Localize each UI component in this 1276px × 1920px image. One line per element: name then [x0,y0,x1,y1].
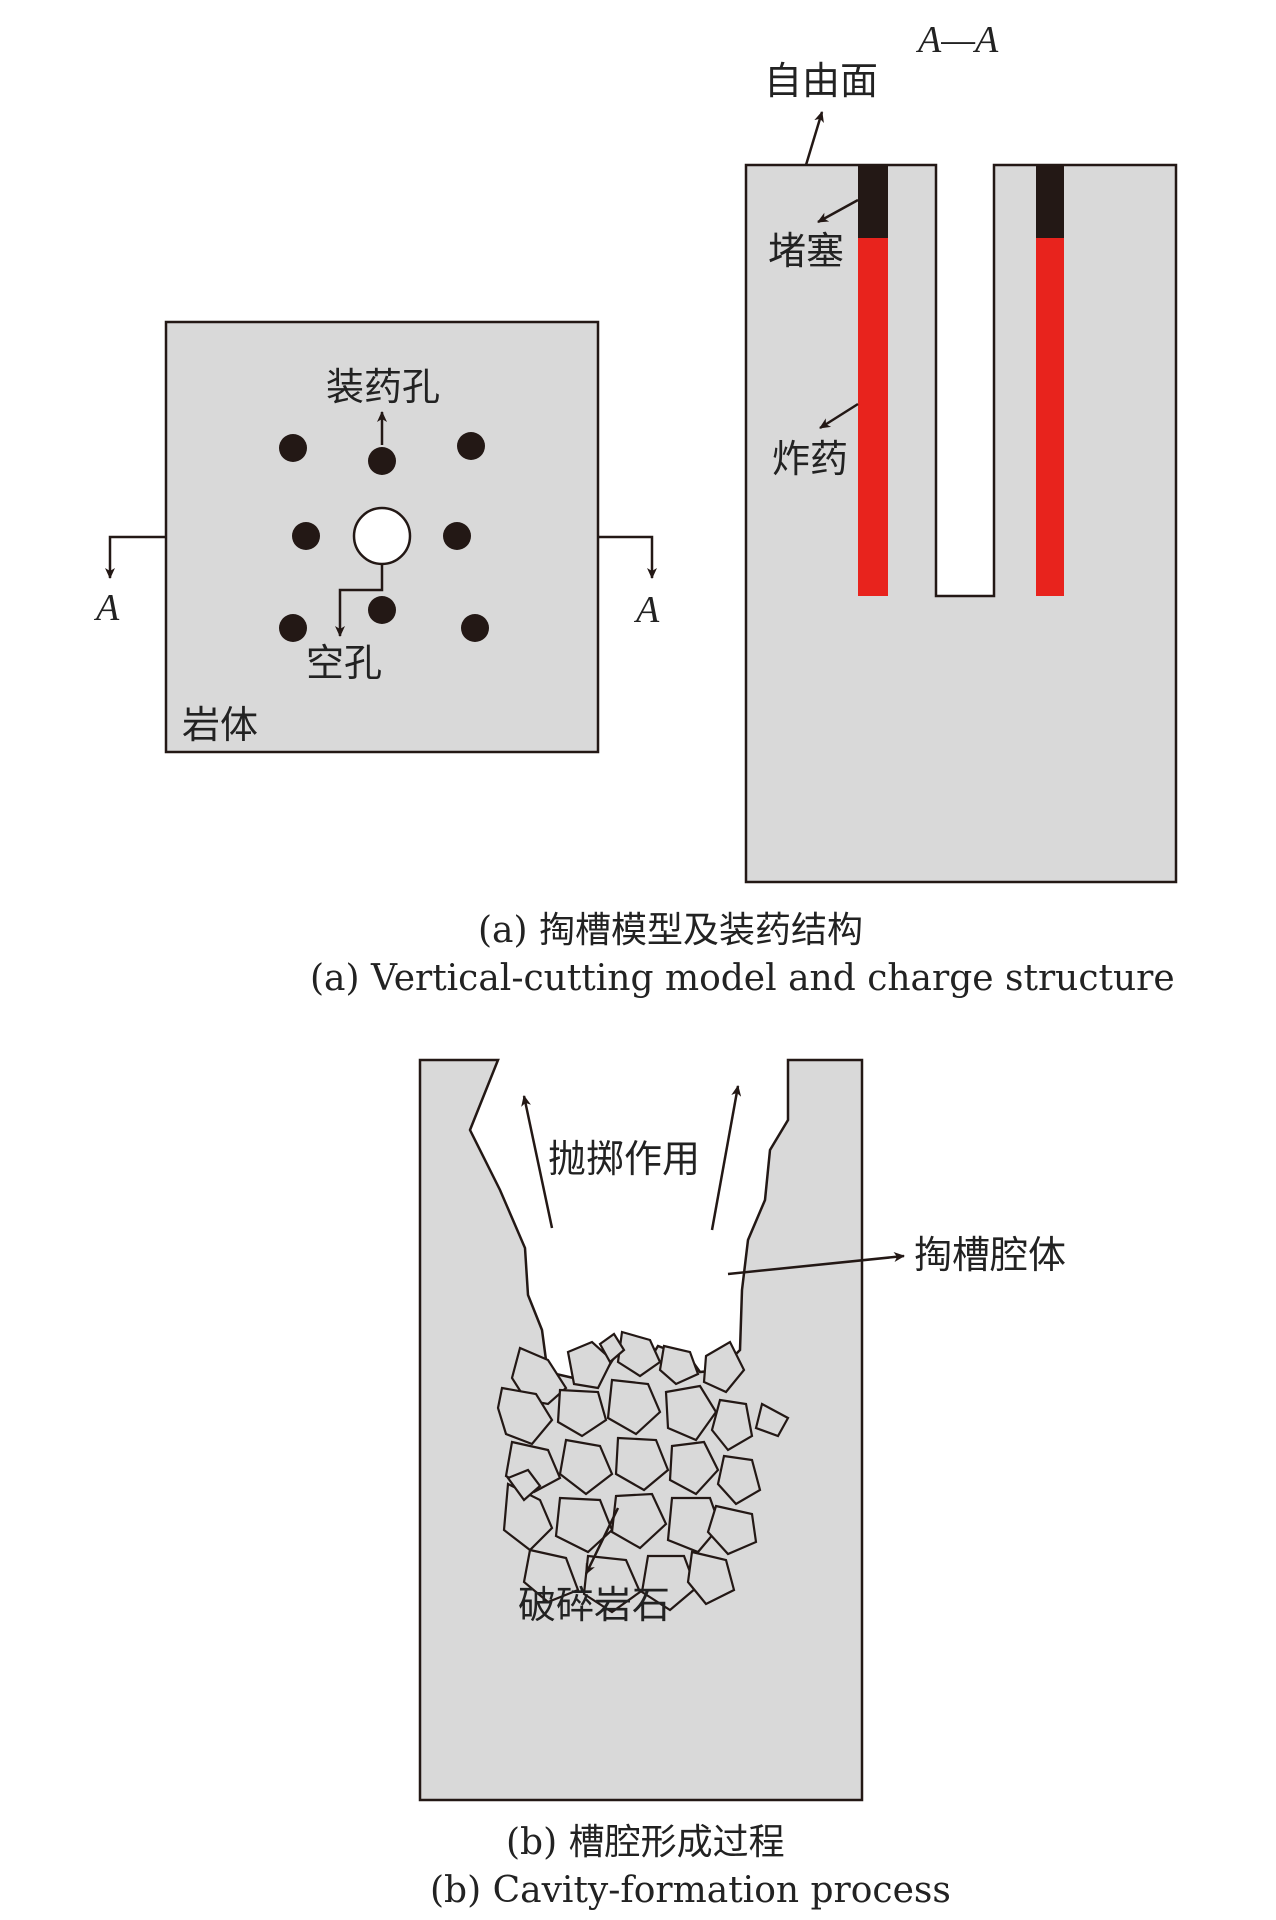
charge-hole [279,434,307,462]
charge-hole [457,432,485,460]
rock-block-section [744,163,1178,884]
section-title: A—A [915,19,999,61]
charge-hole [292,522,320,550]
section-mark-right: A [633,589,660,631]
plan-view: 装药孔 空孔 岩体 A A [93,320,660,754]
charge-hole [368,447,396,475]
empty-hole [352,506,412,566]
stemming-leader [817,198,859,224]
caption-b-en: (b) Cavity-formation process [430,1870,951,1911]
section-mark-left: A [93,587,120,629]
broken-rock-pile [496,1330,790,1614]
charge-hole [279,614,307,642]
throwing-label: 抛掷作用 [548,1137,700,1181]
cavity-leader [727,1252,905,1276]
charge-hole [368,596,396,624]
stemming-right [1036,165,1064,238]
explosive-leader [819,402,859,430]
caption-b-cn: (b) 槽腔形成过程 [506,1822,785,1863]
explosive-label: 炸药 [772,437,848,481]
caption-a-cn: (a) 掏槽模型及装药结构 [478,910,863,951]
throwing-arrow-right [710,1085,742,1231]
caption-a-en: (a) Vertical-cutting model and charge st… [310,958,1175,999]
cavity-view: 抛掷作用 掏槽腔体 破碎岩石 [418,1058,1066,1802]
explosive-right [1036,238,1064,596]
throwing-arrow-left [521,1095,554,1229]
empty-hole-label: 空孔 [306,641,382,685]
cavity-label: 掏槽腔体 [914,1233,1066,1277]
charge-hole [461,614,489,642]
charge-hole [443,522,471,550]
free-face-leader [804,111,824,166]
explosive-left [858,238,888,596]
empty-hole-leader [335,564,384,637]
section-view: A—A 自由面 堵塞 炸药 [744,19,1178,884]
stemming-left [858,165,888,238]
charge-hole-label: 装药孔 [326,365,440,409]
section-marker-left [105,535,166,579]
rock-label: 岩体 [182,703,258,747]
section-marker-right [598,535,657,579]
stemming-label: 堵塞 [768,229,844,273]
broken-rock-label: 破碎岩石 [518,1583,670,1627]
free-face-label: 自由面 [764,59,878,103]
broken-rock-leader [584,1507,620,1575]
